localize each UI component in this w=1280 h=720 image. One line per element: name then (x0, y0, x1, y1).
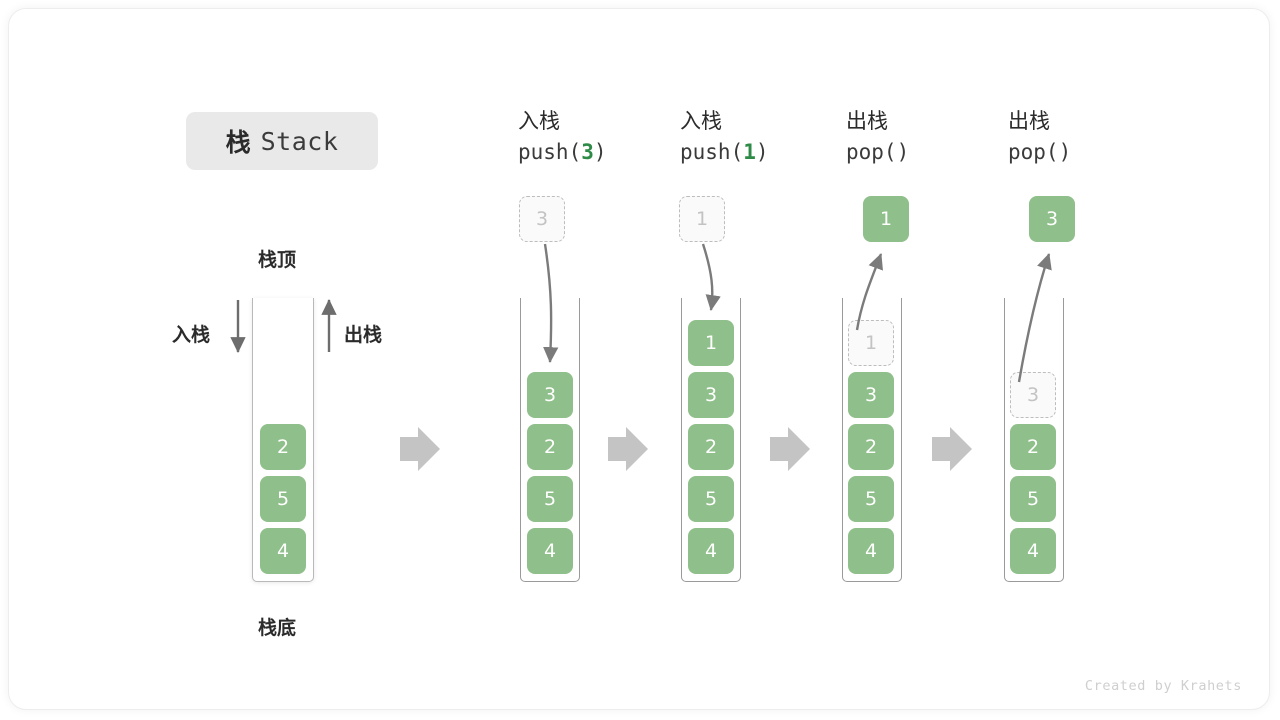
code-prefix: pop( (1008, 139, 1059, 164)
step-stack-cell-2: 5 (688, 476, 734, 522)
reference-stack-cell: 2 (260, 424, 306, 470)
step-stack-container-2 (681, 298, 741, 582)
step-op-label-2: 入栈 (680, 109, 722, 133)
step-stack-cell-1: 2 (527, 424, 573, 470)
step-op-label-4: 出栈 (1008, 109, 1050, 133)
step-code-label-1: push(3) (518, 139, 607, 166)
title-en: Stack (260, 126, 339, 156)
code-suffix: ) (755, 139, 769, 164)
step-stack-cell-3: 2 (848, 424, 894, 470)
code-suffix: ) (1058, 139, 1072, 164)
step-stack-cell-4: 5 (1010, 476, 1056, 522)
code-prefix: push( (680, 139, 744, 164)
step-stack-cell-3: 4 (848, 528, 894, 574)
step-stack-cell-3: 3 (848, 372, 894, 418)
step-stack-cell-1: 4 (527, 528, 573, 574)
code-arg: 3 (581, 139, 594, 164)
step-stack-cell-4: 4 (1010, 528, 1056, 574)
pop-direction-label: 出栈 (344, 324, 383, 346)
step-code-label-4: pop() (1008, 139, 1071, 166)
step-header-1: 入栈 push(3) (518, 108, 607, 166)
step-stack-cell-4: 3 (1010, 372, 1056, 418)
code-suffix: ) (593, 139, 607, 164)
step-stack-container-4 (1004, 298, 1064, 582)
code-prefix: push( (518, 139, 582, 164)
incoming-value-1: 3 (519, 196, 565, 242)
step-stack-cell-2: 4 (688, 528, 734, 574)
step-stack-cell-2: 1 (688, 320, 734, 366)
step-header-3: 出栈 pop() (846, 108, 909, 166)
step-stack-cell-2: 3 (688, 372, 734, 418)
code-prefix: pop( (846, 139, 897, 164)
step-stack-cell-4: 2 (1010, 424, 1056, 470)
reference-stack-cell: 5 (260, 476, 306, 522)
credit-text: Created by Krahets (1084, 678, 1242, 694)
reference-stack-cell: 4 (260, 528, 306, 574)
step-stack-cell-3: 5 (848, 476, 894, 522)
code-suffix: ) (896, 139, 910, 164)
step-code-label-2: push(1) (680, 139, 769, 166)
step-stack-container-1 (520, 298, 580, 582)
step-stack-cell-1: 5 (527, 476, 573, 522)
popped-value-3: 1 (863, 196, 909, 242)
diagram-title-chip: 栈 Stack (186, 112, 378, 170)
step-header-4: 出栈 pop() (1008, 108, 1071, 166)
step-header-2: 入栈 push(1) (680, 108, 769, 166)
code-arg: 1 (743, 139, 756, 164)
step-op-label-3: 出栈 (846, 109, 888, 133)
step-stack-cell-2: 2 (688, 424, 734, 470)
stack-top-label: 栈顶 (258, 249, 297, 271)
step-stack-container-3 (842, 298, 902, 582)
title-cn: 栈 (225, 128, 252, 157)
push-direction-label: 入栈 (172, 324, 211, 346)
stack-bottom-label: 栈底 (258, 617, 297, 639)
popped-value-4: 3 (1029, 196, 1075, 242)
step-code-label-3: pop() (846, 139, 909, 166)
step-stack-cell-3: 1 (848, 320, 894, 366)
step-stack-cell-1: 3 (527, 372, 573, 418)
incoming-value-2: 1 (679, 196, 725, 242)
step-op-label-1: 入栈 (518, 109, 560, 133)
reference-stack-container (252, 298, 314, 582)
